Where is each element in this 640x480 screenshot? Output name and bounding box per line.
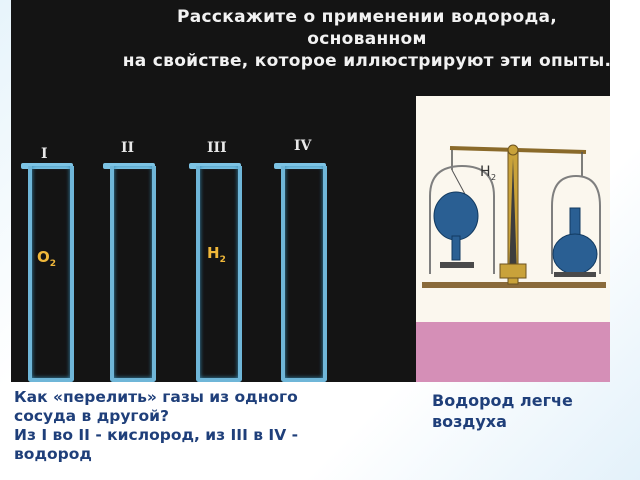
left-flask-neck (451, 235, 461, 261)
balance-base (422, 282, 606, 288)
oxygen-subscript: 2 (49, 259, 57, 269)
tube-3 (196, 166, 242, 382)
caption-question: Как «перелить» газы из одного сосуда в д… (14, 388, 414, 464)
photo-title-line-2: на свойстве, которое иллюстрируют эти оп… (122, 51, 612, 71)
tube-label-2: II (121, 140, 135, 156)
right-bell-jar (551, 174, 601, 274)
tube-2 (110, 166, 156, 382)
caption-right-line-2: воздуха (432, 412, 507, 431)
hydrogen-subscript: 2 (219, 255, 226, 265)
balance-drawing: H 2 (422, 144, 606, 288)
caption-right-line-1: Водород легче (432, 391, 573, 410)
right-pan (554, 272, 596, 277)
left-bell-jar (429, 164, 495, 274)
caption-hydrogen-lighter: Водород легче воздуха (432, 390, 632, 432)
tube-1-rim (21, 163, 73, 169)
right-flask-bulb (552, 233, 598, 275)
tube-4 (281, 166, 327, 382)
tube-label-1: I (41, 146, 48, 162)
left-pan (440, 262, 474, 268)
balance-pivot (507, 144, 519, 156)
tube-label-3: III (207, 140, 227, 156)
tube-label-4: IV (294, 138, 312, 154)
caption-answer-line-1: Из I во II - кислород, из III в IV - (14, 426, 299, 444)
oxygen-label: O2 (37, 248, 56, 269)
tube-2-rim (103, 163, 155, 169)
tube-4-rim (274, 163, 326, 169)
balance-scale-plate (499, 263, 527, 279)
photo-title: Расскажите о применении водорода, основа… (117, 6, 617, 72)
oxygen-symbol: O (37, 248, 50, 266)
hydrogen-symbol: H (207, 244, 220, 262)
tube-3-rim (189, 163, 241, 169)
caption-question-line-2: сосуда в другой? (14, 407, 170, 425)
balance-h2-symbol: H (480, 164, 491, 180)
tube-1 (28, 166, 74, 382)
hydrogen-label: H2 (207, 244, 226, 265)
balance-pointer (509, 158, 517, 276)
photo-title-line-1: Расскажите о применении водорода, основа… (176, 7, 558, 49)
caption-answer-line-2: водород (14, 445, 92, 463)
left-string (451, 169, 467, 197)
balance-h2-subscript: 2 (491, 173, 496, 182)
caption-question-line-1: Как «перелить» газы из одного (14, 388, 298, 406)
balance-pink-strip (416, 322, 610, 382)
left-flask-bulb (433, 191, 479, 241)
